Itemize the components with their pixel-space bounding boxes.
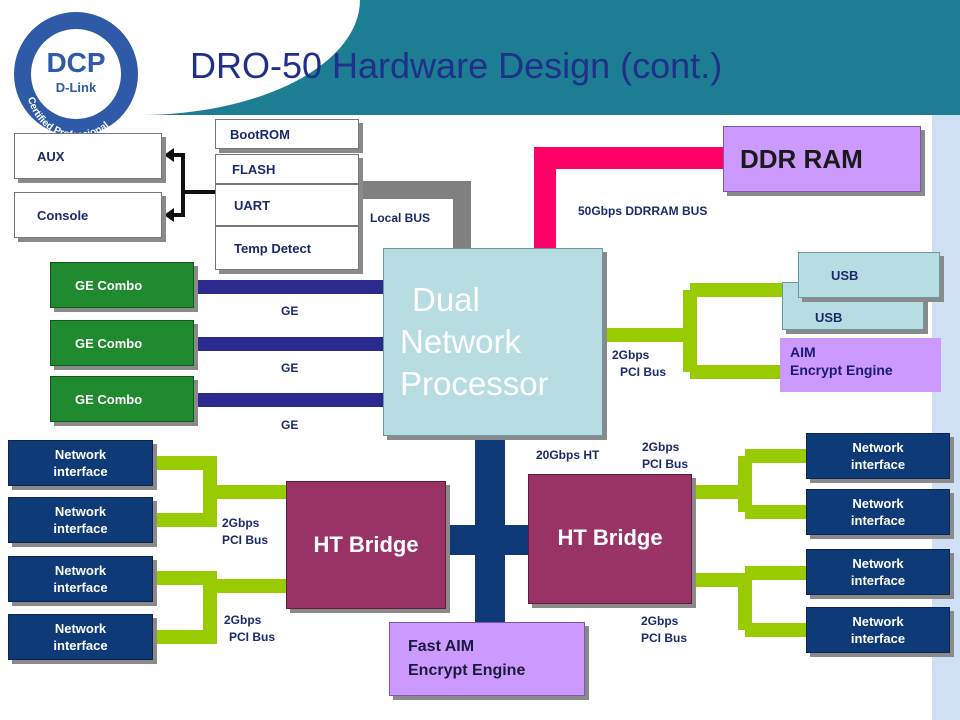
usb-front-label: USB [831, 267, 859, 283]
left-ni-1-line2: interface [53, 464, 108, 479]
ht-bridge-right: HT Bridge [528, 474, 692, 604]
aux-arrowhead-icon [164, 148, 174, 162]
logo-dlink-text: D-Link [56, 80, 97, 95]
ge-combo-3-label: GE Combo [75, 391, 143, 407]
flash-box: FLASH [215, 154, 359, 184]
uart-label: UART [234, 197, 271, 213]
right-network-interface-1: Network interface [806, 433, 950, 479]
logo-dcp-text: DCP [46, 47, 105, 78]
aim-line1: AIM [790, 344, 816, 360]
ddr-ram-label: DDR RAM [740, 143, 863, 174]
ge-combo-3: GE Combo [50, 376, 194, 422]
ht-link-label: 20Gbps HT [536, 448, 600, 462]
processor-line1: Dual [412, 281, 480, 318]
bootrom-label: BootROM [230, 126, 290, 142]
top-pci-bus-wire [604, 283, 782, 379]
ddr-bus-wire [534, 147, 723, 250]
left-ni-2-line1: Network [54, 504, 107, 519]
right-network-interface-3: Network interface [806, 549, 950, 595]
left-pci-bus-2-line2: PCI Bus [229, 630, 276, 644]
left-pci-bus-wire-2 [152, 571, 287, 644]
right-ni-1-line2: interface [850, 457, 906, 472]
usb-front-box: USB [798, 252, 940, 298]
left-network-interface-3: Network interface [8, 556, 153, 602]
ge-combo-2: GE Combo [50, 320, 194, 366]
top-pci-bus-label: 2Gbps PCI Bus [612, 347, 666, 381]
console-label: Console [37, 207, 89, 223]
right-ni-4-line1: Network [852, 614, 904, 629]
right-ni-2-line2: interface [850, 513, 906, 528]
left-pci-bus-wire-1 [152, 456, 287, 527]
local-bus-wire [360, 181, 471, 250]
left-network-interface-1: Network interface [8, 440, 153, 486]
left-pci-bus-1-line1: 2Gbps [222, 516, 260, 530]
ge-combo-1: GE Combo [50, 262, 194, 308]
ddr-ram-box: DDR RAM [723, 126, 921, 192]
temp-detect-label: Temp Detect [234, 240, 312, 256]
right-ni-1-line1: Network [852, 440, 904, 455]
dual-network-processor: Dual Network Processor [383, 248, 603, 436]
local-bus-label: Local BUS [370, 211, 431, 225]
aux-arrow [168, 153, 215, 194]
aux-label: AUX [37, 148, 65, 164]
ge-label-1: GE [281, 304, 299, 318]
dcp-logo: DCP D-Link Certified Professional [14, 12, 138, 141]
right-network-interface-2: Network interface [806, 489, 950, 535]
left-ni-4-line2: interface [53, 638, 108, 653]
aux-box: AUX [14, 133, 162, 179]
fast-aim-line1: Fast AIM [408, 638, 475, 655]
left-ni-3-line2: interface [53, 580, 108, 595]
fast-aim-encrypt-engine-box: Fast AIM Encrypt Engine [389, 622, 585, 696]
right-ni-2-line1: Network [852, 496, 904, 511]
bootrom-box: BootROM [215, 119, 359, 149]
left-network-interface-2: Network interface [8, 497, 153, 543]
left-ni-3-line1: Network [54, 563, 107, 578]
ddr-bus-label: 50Gbps DDRRAM BUS [578, 204, 708, 218]
fast-aim-line2: Encrypt Engine [408, 662, 526, 679]
left-network-interface-4: Network interface [8, 614, 153, 660]
right-pci-bus-1-line2: PCI Bus [642, 457, 689, 471]
flash-label: FLASH [232, 161, 276, 177]
ht-bridge-left: HT Bridge [286, 481, 446, 609]
top-pci-bus-line1: 2Gbps [612, 348, 650, 362]
right-ni-3-line1: Network [852, 556, 904, 571]
top-pci-bus-line2: PCI Bus [620, 365, 667, 379]
temp-detect-box: Temp Detect [215, 226, 359, 270]
right-network-interface-4: Network interface [806, 607, 950, 653]
left-ni-1-line1: Network [54, 447, 107, 462]
aim-line2: Encrypt Engine [790, 362, 893, 378]
console-box: Console [14, 192, 162, 238]
right-pci-bus-2-line1: 2Gbps [641, 614, 679, 628]
right-pci-bus-2-line2: PCI Bus [641, 631, 688, 645]
left-pci-bus-1-line2: PCI Bus [222, 533, 269, 547]
right-pci-bus-1-line1: 2Gbps [642, 440, 680, 454]
ge-combo-1-label: GE Combo [75, 277, 143, 293]
right-ni-4-line2: interface [850, 631, 906, 646]
aim-encrypt-engine-box: AIM Encrypt Engine [780, 338, 941, 392]
right-pci-bus-wire-1 [692, 449, 806, 519]
right-ni-3-line2: interface [850, 573, 906, 588]
left-ni-2-line2: interface [53, 521, 108, 536]
usb-back-label: USB [815, 309, 843, 325]
processor-line2: Network [400, 323, 522, 360]
ht-bridge-left-label: HT Bridge [313, 532, 419, 557]
ge-label-2: GE [281, 361, 299, 375]
console-arrowhead-icon [164, 208, 174, 222]
left-pci-bus-2-line1: 2Gbps [224, 613, 262, 627]
ht-bridge-right-label: HT Bridge [557, 525, 663, 550]
processor-line3: Processor [400, 365, 549, 402]
right-pci-bus-wire-2 [692, 566, 806, 637]
ge-label-3: GE [281, 418, 299, 432]
ge-combo-2-label: GE Combo [75, 335, 143, 351]
left-ni-4-line1: Network [54, 621, 107, 636]
uart-box: UART [215, 184, 359, 226]
slide-title: DRO-50 Hardware Design (cont.) [190, 45, 723, 86]
